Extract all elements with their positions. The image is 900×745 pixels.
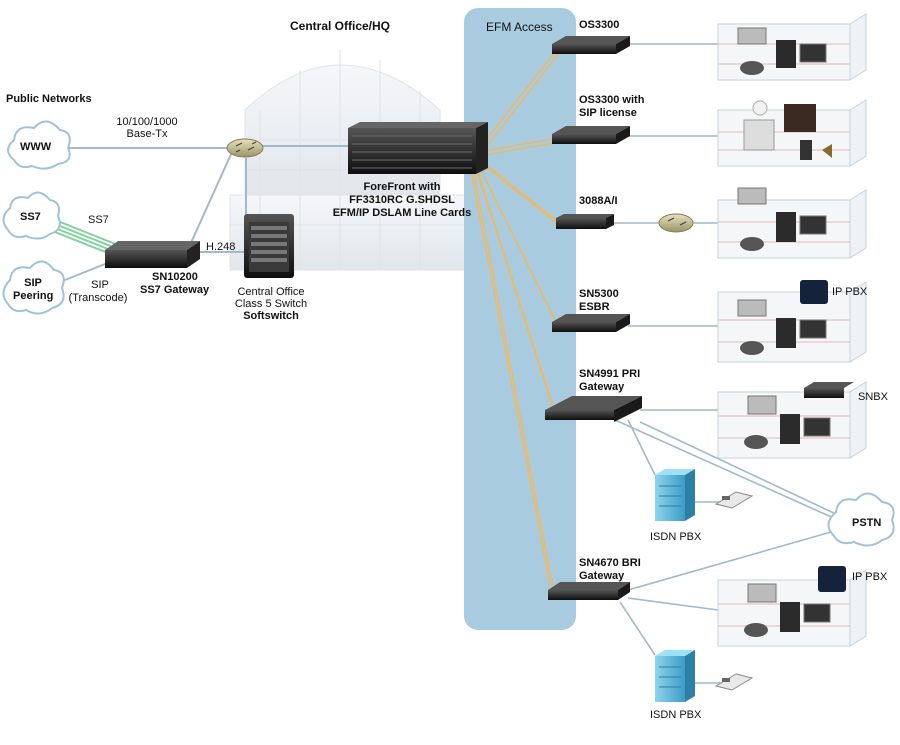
customer-site-1	[717, 13, 867, 81]
phone-icon-1	[714, 491, 754, 509]
sn10200-device-icon	[105, 241, 200, 268]
sn5300-label-2: ESBR	[579, 301, 610, 313]
transcode-link-label: (Transcode)	[68, 292, 128, 304]
customer-site-5	[717, 381, 867, 459]
cloud-sip-peering	[2, 260, 65, 315]
os3300-label: OS3300	[579, 19, 620, 31]
cloud-pstn	[827, 492, 895, 547]
router-3088-icon	[658, 213, 694, 233]
forefront-dslam-icon	[348, 122, 488, 174]
www-cloud-label: WWW	[20, 141, 52, 153]
sn4670-label-2: Gateway	[579, 570, 625, 582]
isdn-pbx-icon-1	[655, 469, 695, 521]
class5-switch-label: Class 5 Switch	[234, 298, 308, 310]
customer-site-4	[717, 280, 867, 363]
os3300-sip-device-icon	[552, 126, 630, 144]
forefront-label-2: FF3310RC G.SHDSL	[349, 194, 455, 206]
base-tx-label-1: 10/100/1000	[116, 116, 178, 128]
isdn-pbx-label-2: ISDN PBX	[650, 709, 702, 721]
sn4991-label-2: Gateway	[579, 381, 625, 393]
sn5300-device-icon	[552, 314, 630, 332]
efm-access-label: EFM Access	[486, 20, 553, 34]
forefront-label-3: EFM/IP DSLAM Line Cards	[332, 207, 472, 219]
snbx-label: SNBX	[858, 391, 888, 403]
sn4670-label-1: SN4670 BRI	[579, 557, 641, 569]
os3300-sip-label-1: OS3300 with	[579, 94, 645, 106]
phone-icon-2	[714, 673, 754, 691]
sn5300-label-1: SN5300	[579, 288, 619, 300]
central-office-label: Central Office	[237, 286, 305, 298]
ip-pbx-label-2: IP PBX	[852, 571, 888, 583]
ss7-gateway-label: SS7 Gateway	[140, 284, 210, 296]
ip-pbx-label-1: IP PBX	[832, 286, 868, 298]
sn4670-device-icon	[548, 582, 630, 600]
sn4991-label-1: SN4991 PRI	[579, 368, 641, 380]
efm-access-band	[464, 8, 576, 630]
central-office-title: Central Office/HQ	[290, 19, 391, 33]
softswitch-rack-icon	[244, 214, 294, 278]
device-3088-label: 3088A/I	[579, 195, 618, 207]
device-3088-icon	[556, 214, 614, 229]
sn4991-device-icon	[545, 396, 642, 422]
h248-link-label: H.248	[206, 241, 236, 253]
customer-site-3	[717, 187, 867, 259]
isdn-pbx-icon-2	[655, 650, 695, 702]
customer-site-2	[717, 99, 867, 167]
cloud-ss7	[2, 191, 61, 240]
isdn-pbx-label-1: ISDN PBX	[650, 531, 702, 543]
customer-site-6	[717, 566, 867, 647]
sip-link-label: SIP	[91, 279, 109, 291]
os3300-sip-label-2: SIP license	[579, 107, 637, 119]
core-links	[59, 145, 348, 283]
sn10200-label: SN10200	[152, 271, 198, 283]
sip-cloud-label: SIP	[24, 277, 42, 289]
forefront-label-1: ForeFront with	[363, 181, 441, 193]
public-networks-label: Public Networks	[6, 93, 92, 105]
os3300-device-icon	[552, 36, 630, 54]
softswitch-label: Softswitch	[243, 310, 299, 322]
dsl-fanout-links	[469, 47, 561, 589]
peering-cloud-label: Peering	[13, 290, 54, 302]
cloud-www	[7, 120, 71, 170]
site-links	[612, 43, 839, 684]
router-icon	[226, 138, 264, 158]
base-tx-label-2: Base-Tx	[126, 128, 168, 140]
ss7-cloud-label: SS7	[20, 211, 41, 223]
ss7-link-label: SS7	[88, 214, 109, 226]
pstn-cloud-label: PSTN	[852, 517, 882, 529]
